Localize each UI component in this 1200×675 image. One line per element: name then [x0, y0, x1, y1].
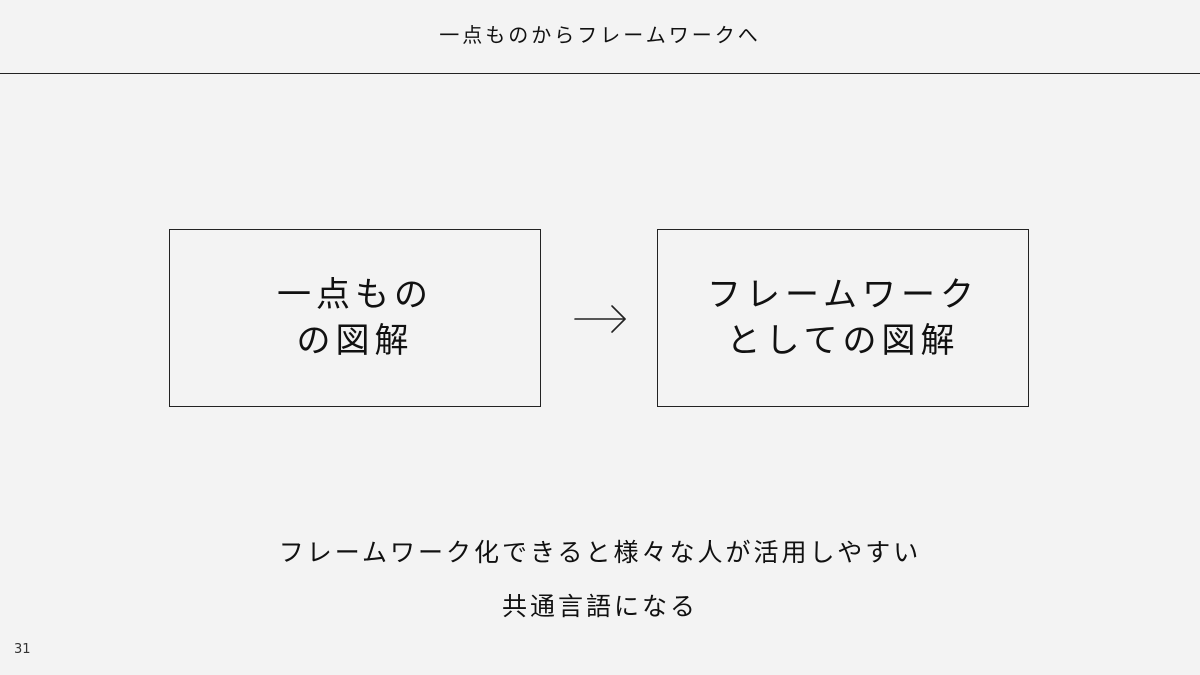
- one-off-diagram-box: 一点もの の図解: [169, 229, 541, 407]
- slide-title: 一点ものからフレームワークへ: [439, 23, 761, 47]
- caption-line-1: フレームワーク化できると様々な人が活用しやすい: [278, 538, 922, 567]
- page-number: 31: [14, 642, 31, 657]
- one-off-diagram-line-2: の図解: [296, 321, 414, 361]
- framework-diagram-line-2: としての図解: [726, 321, 960, 361]
- framework-diagram-line-1: フレームワーク: [707, 275, 979, 315]
- right-arrow-icon: [574, 305, 626, 333]
- framework-diagram-box: フレームワーク としての図解: [657, 229, 1029, 407]
- title-divider: [0, 73, 1200, 74]
- caption-line-2: 共通言語になる: [501, 592, 698, 621]
- one-off-diagram-line-1: 一点もの: [277, 275, 433, 315]
